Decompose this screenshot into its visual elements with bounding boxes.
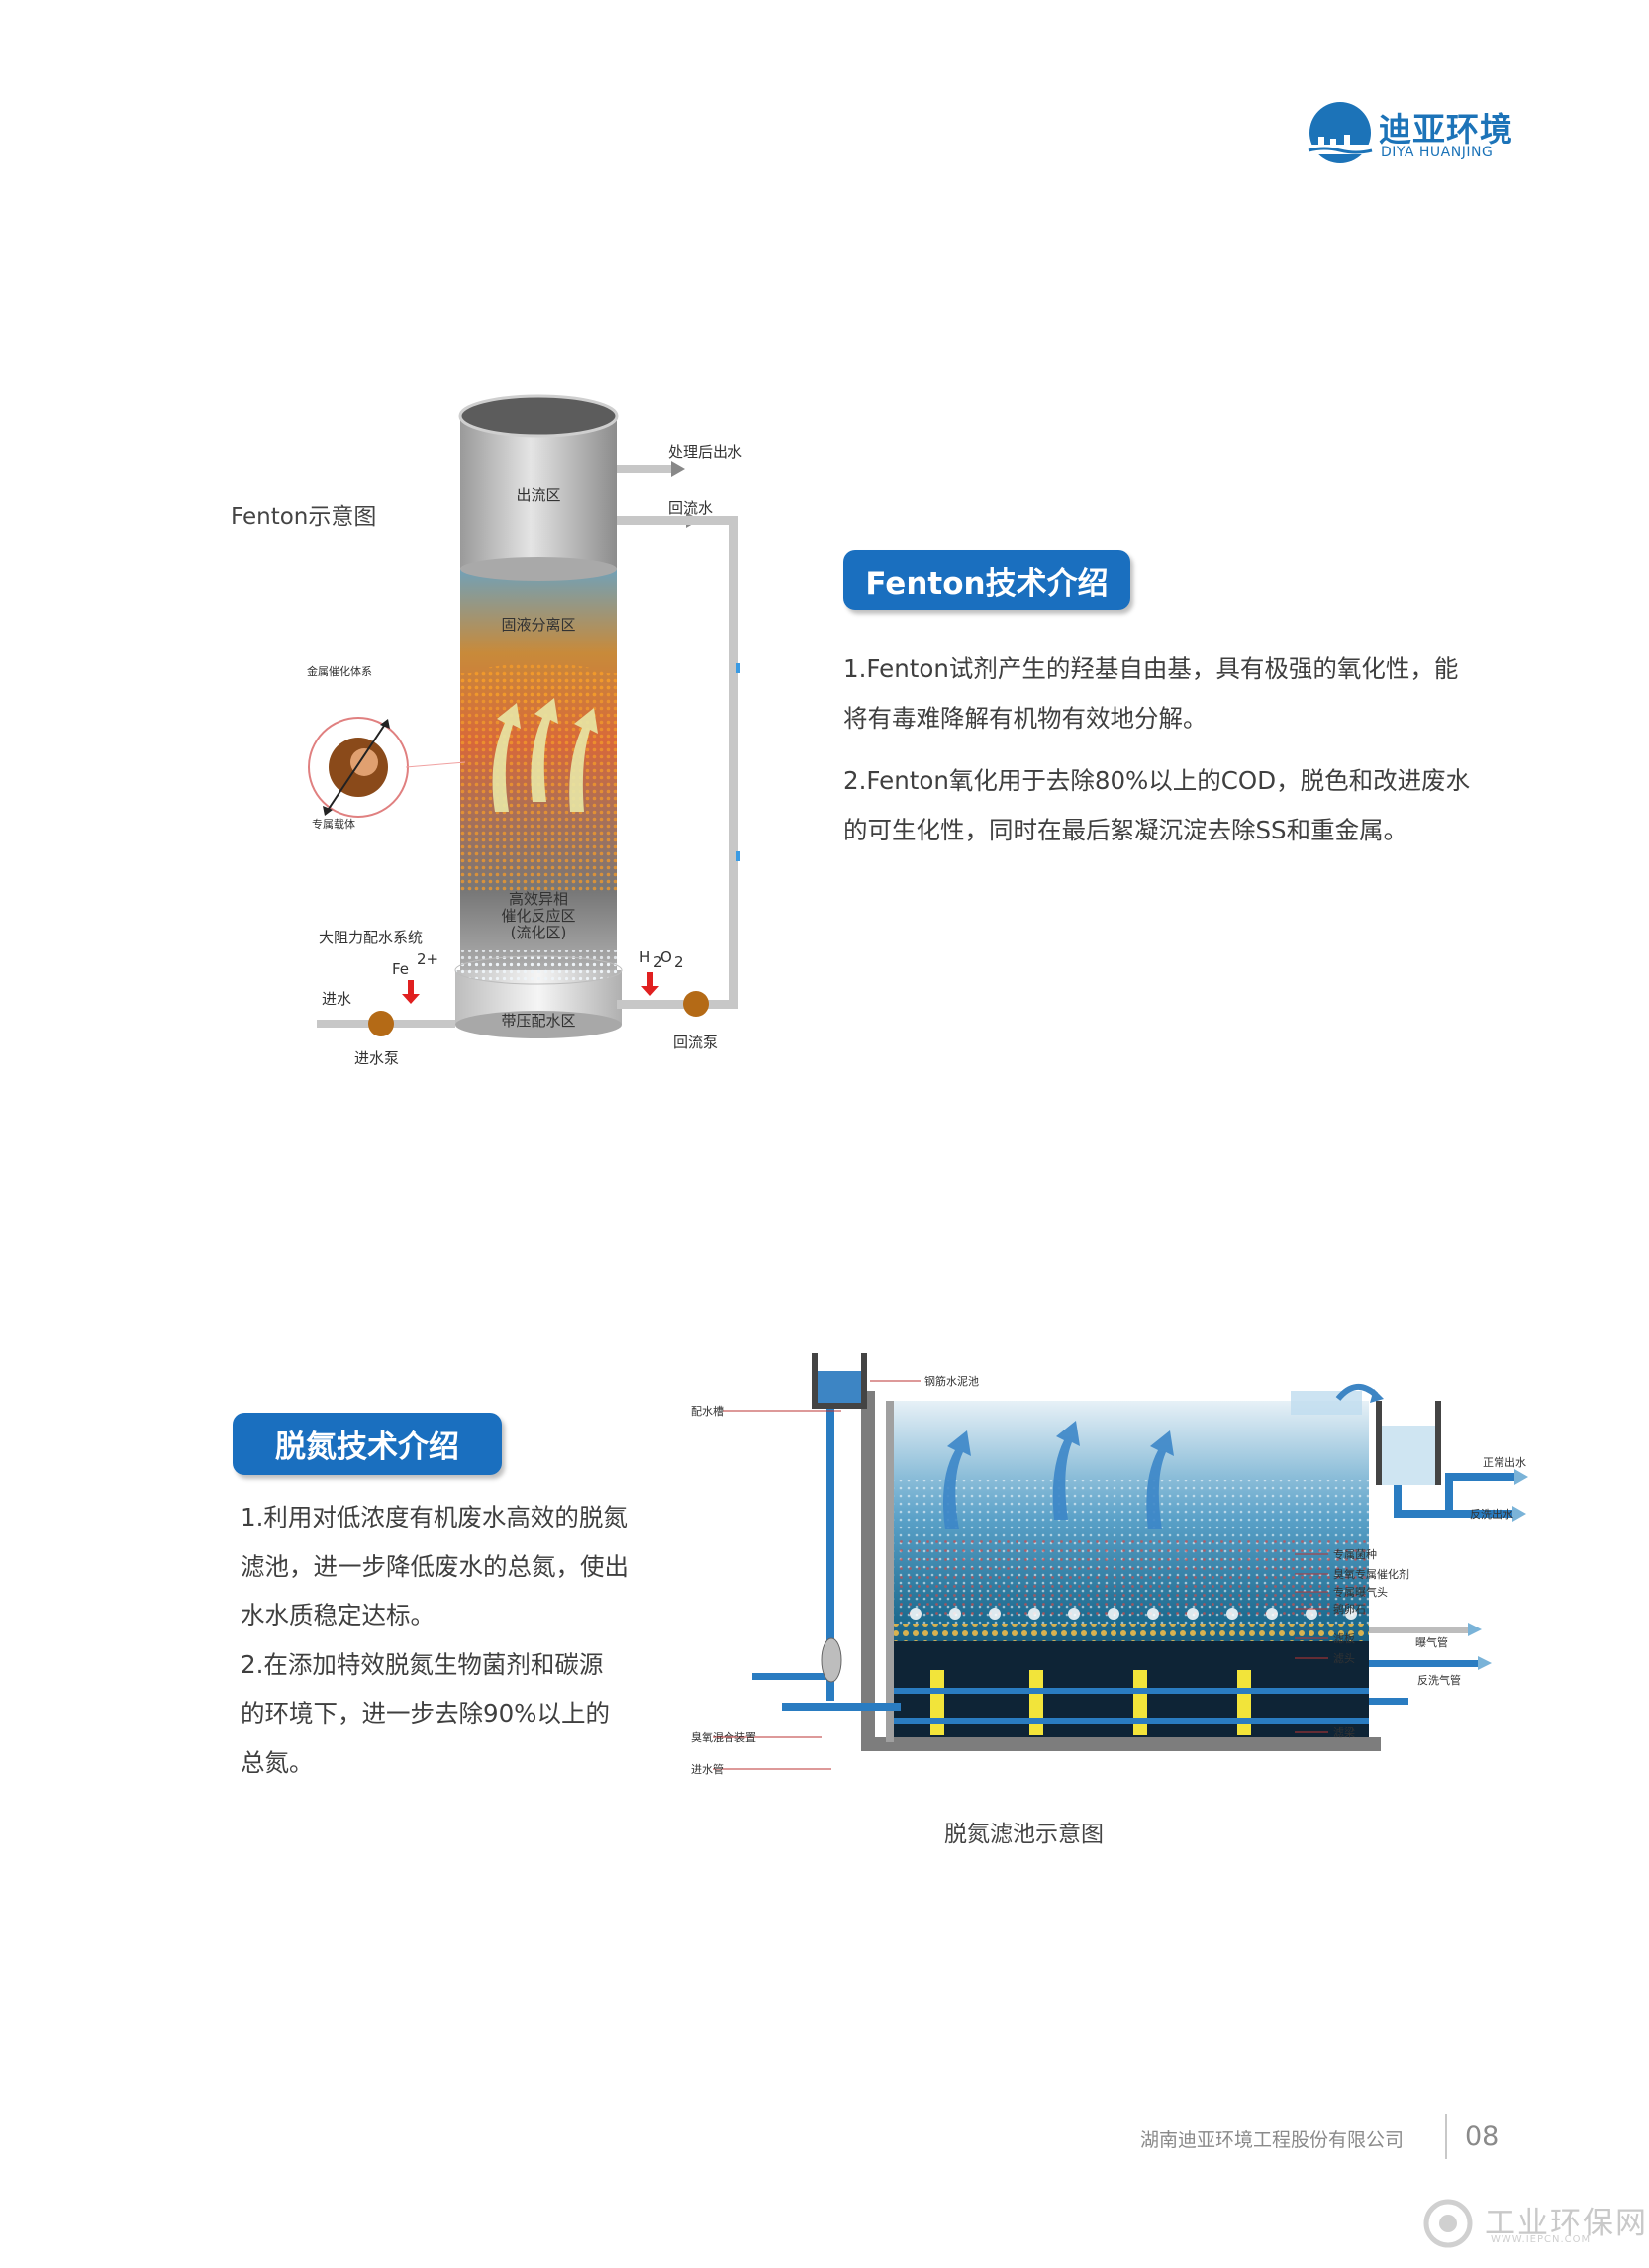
label-h2o2-sub1: 2 <box>653 953 663 971</box>
footer-company: 湖南迪亚环境工程股份有限公司 <box>1140 2129 1405 2151</box>
fenton-badge: Fenton技术介绍 <box>843 550 1130 610</box>
label-dosing-tank: 配水槽 <box>691 1405 724 1418</box>
label-reaction-zone-2: 催化反应区 <box>501 907 575 925</box>
label-aeration-pipe: 曝气管 <box>1415 1635 1448 1649</box>
denitrification-line-6: 总氮。 <box>241 1747 314 1777</box>
label-inlet-pipe: 进水管 <box>691 1762 724 1776</box>
label-fe: Fe <box>392 960 409 978</box>
label-aerator: 专属曝气头 <box>1333 1585 1388 1599</box>
label-h2o2-o: O <box>660 948 672 966</box>
label-inlet: 进水 <box>322 990 351 1008</box>
label-catalyst-system: 过渡金属催化体系 <box>307 664 372 678</box>
denitrification-line-1: 1.利用对低浓度有机废水高效的脱氮 <box>241 1503 628 1531</box>
denitrification-caption: 脱氮滤池示意图 <box>944 1822 1104 1847</box>
label-fe-charge: 2+ <box>417 950 438 968</box>
label-pressure-zone: 带压配水区 <box>501 1012 575 1030</box>
fenton-diagram: 出流区 处理后出水 回流水 固液分离区 过渡金属催化体系 专属载体 高效异相 催… <box>307 394 742 1067</box>
label-bacteria: 专属菌种 <box>1333 1547 1377 1561</box>
label-treated-water: 处理后出水 <box>668 444 742 461</box>
logo-text-cn: 迪亚环境 <box>1379 110 1513 148</box>
denitrification-description: 1.利用对低浓度有机废水高效的脱氮 滤池，进一步降低废水的总氮，使出 水水质稳定… <box>241 1493 696 1787</box>
label-filter-beam: 滤梁 <box>1333 1726 1355 1739</box>
label-reaction-zone-3: (流化区) <box>511 924 567 941</box>
label-return-pump: 回流泵 <box>673 1034 718 1051</box>
fenton-caption: Fenton示意图 <box>231 504 377 530</box>
label-backwash-air: 反洗气管 <box>1417 1673 1461 1687</box>
label-inlet-pump: 进水泵 <box>354 1049 399 1067</box>
logo-text-en: DIYA HUANJING <box>1381 145 1494 160</box>
label-h2o2-h: H <box>639 948 650 966</box>
label-pebbles: 鹅卵石 <box>1333 1602 1366 1616</box>
denitrification-line-3: 水水质稳定达标。 <box>241 1601 435 1629</box>
label-return-water: 回流水 <box>668 499 713 517</box>
fenton-paragraph-2: 2.Fenton氧化用于去除80%以上的COD，脱色和改进废水的可生化性，同时在… <box>843 766 1471 844</box>
label-carrier: 专属载体 <box>312 817 355 831</box>
denitrification-line-2: 滤池，进一步降低废水的总氮，使出 <box>241 1551 629 1581</box>
label-outflow-zone: 出流区 <box>516 486 560 504</box>
footer-divider <box>1445 2114 1447 2159</box>
label-h2o2-sub2: 2 <box>674 953 684 971</box>
label-filter-head: 滤头 <box>1333 1652 1355 1665</box>
denitrification-diagram: 配水槽 钢筋水泥池 正常出水 反洗出水 专属菌种 臭氧专属催化剂 专属曝气头 鹅… <box>691 1353 1528 1776</box>
label-concrete: 钢筋水泥池 <box>924 1374 979 1388</box>
watermark-text-cn: 工业环保网 <box>1485 2206 1648 2241</box>
denitrification-line-4: 2.在添加特效脱氮生物菌剂和碳源 <box>241 1649 604 1679</box>
watermark-text-en: WWW.IEPCN.COM <box>1491 2234 1592 2245</box>
label-ozone-mixer: 臭氧混合装置 <box>691 1730 756 1744</box>
company-logo-icon <box>1308 102 1373 163</box>
label-backwash-outlet: 反洗出水 <box>1470 1507 1513 1521</box>
label-filter-plate: 滤板 <box>1333 1631 1355 1645</box>
label-catalyst: 臭氧专属催化剂 <box>1333 1567 1409 1581</box>
page-number: 08 <box>1465 2121 1500 2152</box>
label-distribution-system: 大阻力配水系统 <box>319 929 423 946</box>
watermark-logo-icon <box>1423 2199 1473 2248</box>
denitrification-line-5: 的环境下，进一步去除90%以上的 <box>241 1699 610 1727</box>
fenton-paragraph-1: 1.Fenton试剂产生的羟基自由基，具有极强的氧化性，能将有毒难降解有机物有效… <box>843 654 1459 733</box>
label-separation-zone: 固液分离区 <box>501 616 575 634</box>
denitrification-badge: 脱氮技术介绍 <box>233 1413 502 1475</box>
fenton-description: 1.Fenton试剂产生的羟基自由基，具有极强的氧化性，能将有毒难降解有机物有效… <box>843 644 1477 868</box>
label-reaction-zone-1: 高效异相 <box>509 890 568 908</box>
label-normal-outlet: 正常出水 <box>1483 1455 1526 1469</box>
